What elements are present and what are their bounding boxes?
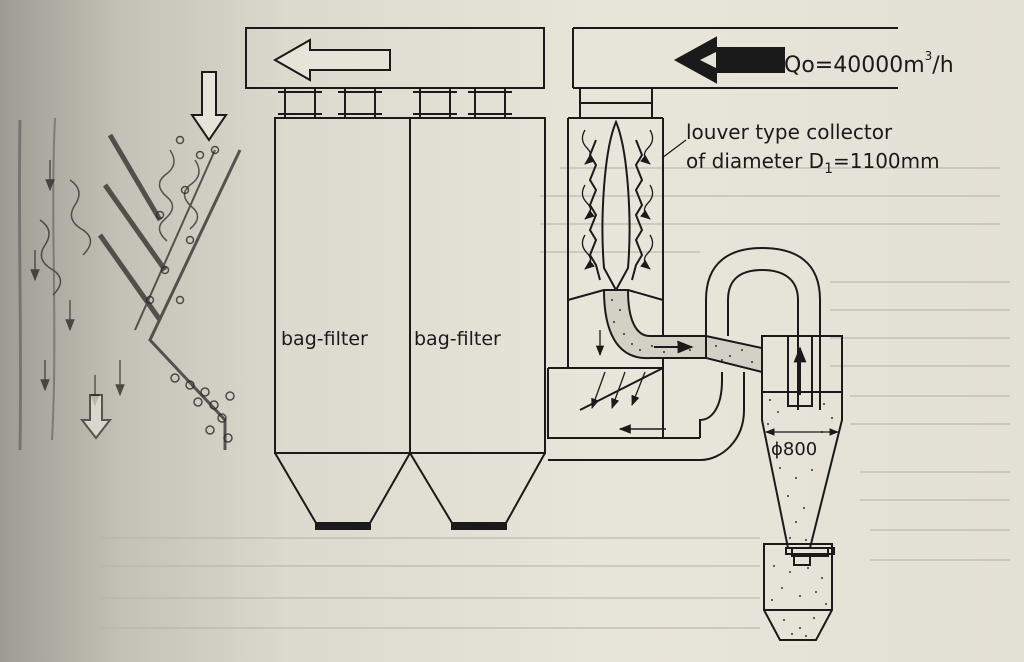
flow-rate-label: Qo=40000m3/h (784, 49, 954, 78)
down-arrow-bottom-left (79, 394, 113, 440)
clean-gas-duct (245, 27, 545, 89)
collector-leader (661, 139, 687, 159)
louver-collector (547, 87, 700, 439)
dust-arrows-left (30, 160, 125, 407)
background-page-text (100, 167, 1010, 629)
down-arrow-top-left (190, 71, 228, 142)
bag-cross-section (17, 117, 242, 451)
cyclone (761, 335, 843, 641)
collector-label-line1: louver type collector (686, 120, 893, 144)
louver-flow-arrows (581, 129, 654, 409)
bag-filter-label-2: bag-filter (414, 328, 501, 350)
outlet-arrow (272, 38, 391, 82)
transfer-duct (602, 289, 763, 374)
bag-filter-label-1: bag-filter (281, 328, 368, 350)
return-pipe (548, 246, 821, 461)
bag-filter-housing (274, 117, 546, 530)
duct-flanges (278, 87, 512, 119)
collector-label-line2: of diameter D1=1100mm (686, 149, 940, 177)
cyclone-diameter-label: ϕ800 (771, 439, 817, 460)
dust-particles-left (145, 135, 235, 443)
inlet-arrow (673, 36, 785, 84)
cyclone-dust (767, 399, 833, 637)
